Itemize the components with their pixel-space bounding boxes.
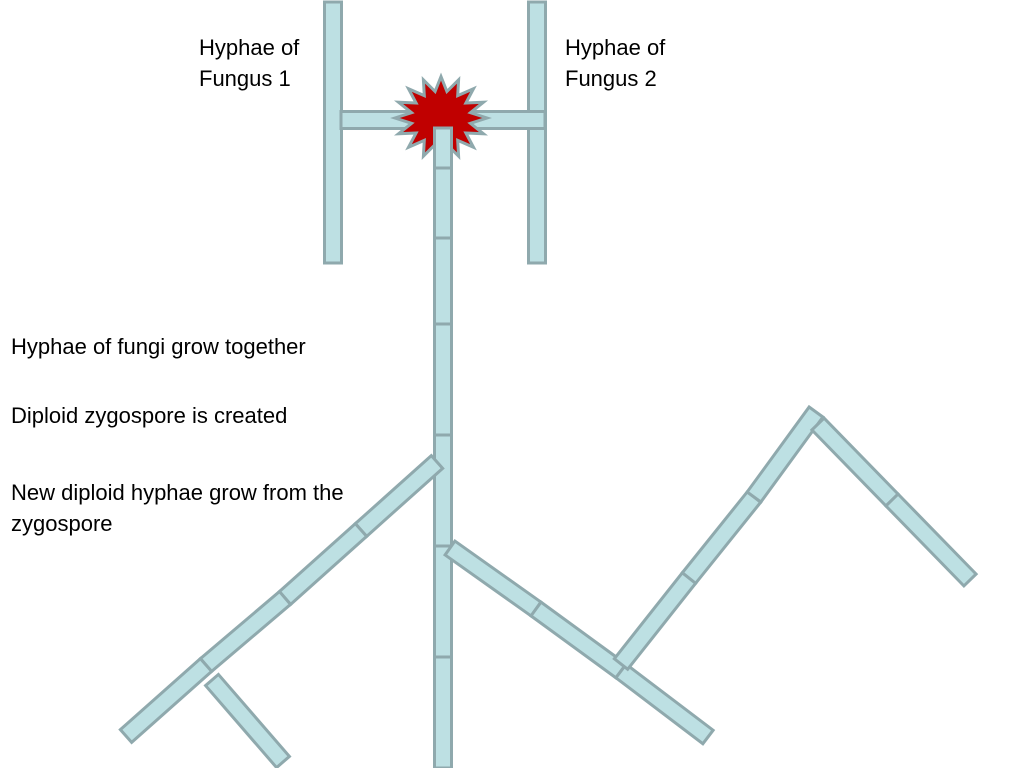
label-fungus-1: Hyphae of Fungus 1 xyxy=(199,32,299,94)
label-fungus-2: Hyphae of Fungus 2 xyxy=(565,32,665,94)
left-branch-cell-3 xyxy=(198,589,293,674)
step-grow-together: Hyphae of fungi grow together xyxy=(11,334,306,359)
fungus-2-vertical-hypha xyxy=(527,0,547,265)
main-stem-cell-3 xyxy=(433,322,453,437)
upright-branch-cell-1 xyxy=(612,570,698,672)
right-branch-cell-2 xyxy=(528,600,629,680)
peak-branch-cell-2 xyxy=(883,491,979,589)
label-fungus-2-line-1: Hyphae of xyxy=(565,35,666,60)
main-stem-emerging-cell xyxy=(433,126,453,170)
main-stem-cell-6 xyxy=(433,655,453,768)
upright-branch-cell-2 xyxy=(680,489,763,586)
step-zygospore-created: Diploid zygospore is created xyxy=(11,403,288,428)
label-fungus-2-line-2: Fungus 2 xyxy=(565,66,657,91)
label-fungus-1-line-1: Hyphae of xyxy=(199,35,300,60)
right-branch-cell-3 xyxy=(613,662,716,746)
upright-branch-cell-3 xyxy=(745,404,825,505)
main-stem-cell-4 xyxy=(433,433,453,548)
fungus-1-vertical-hypha xyxy=(323,0,343,265)
step-new-hyphae: New diploid hyphae grow from the zygospo… xyxy=(11,480,344,536)
peak-branch-cell-1 xyxy=(809,415,901,509)
left-sub-branch-cell xyxy=(203,672,292,768)
right-branch-cell-1 xyxy=(442,538,544,619)
main-stem-cell-5 xyxy=(433,544,453,659)
label-fungus-1-line-2: Fungus 1 xyxy=(199,66,291,91)
left-branch-cell-4 xyxy=(118,656,214,745)
main-stem-cell-2 xyxy=(433,236,453,326)
hyphae-segments xyxy=(118,0,979,768)
